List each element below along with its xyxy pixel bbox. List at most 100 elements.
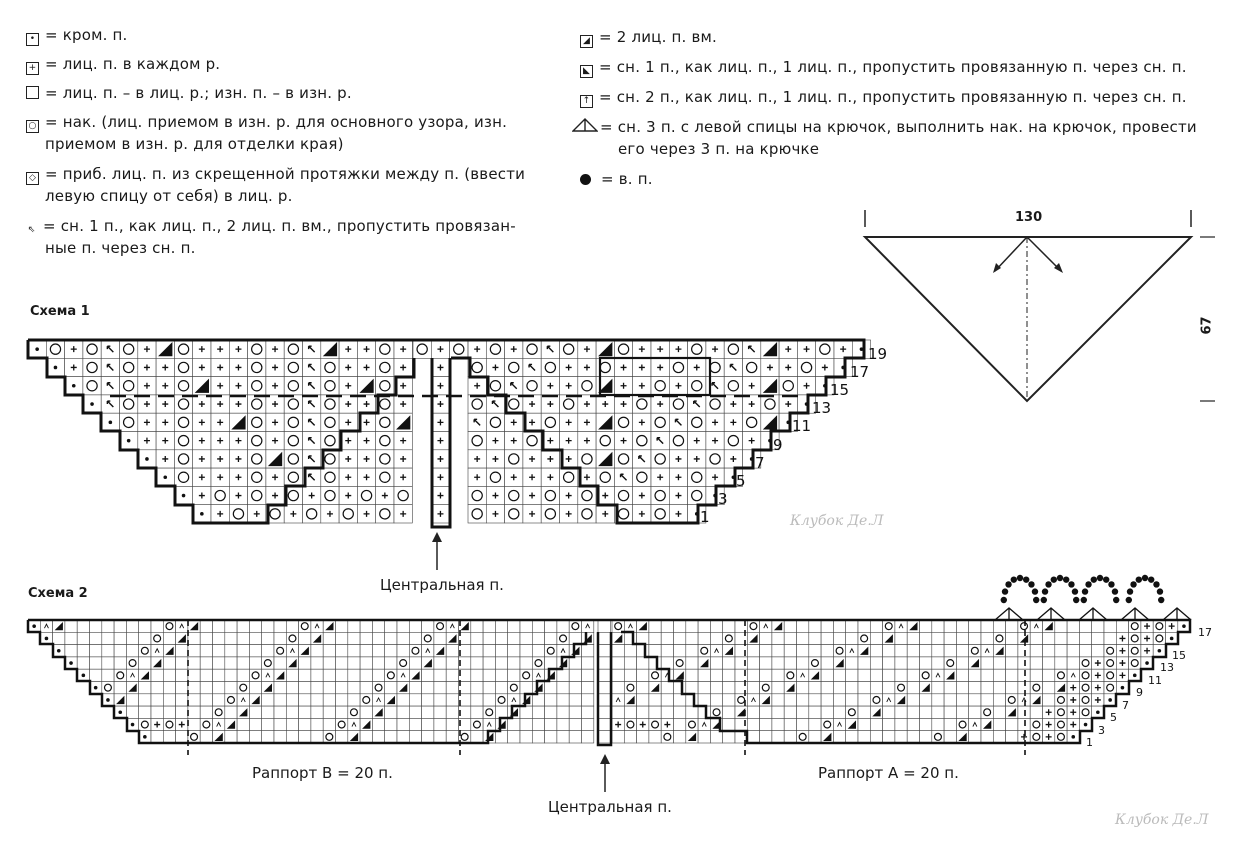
chart-cell	[894, 705, 908, 719]
scheme1-outline	[26, 340, 416, 525]
chart-cell	[833, 644, 847, 658]
chart-cell	[660, 705, 674, 719]
chart-cell	[433, 631, 447, 645]
chain-dot-icon	[580, 174, 591, 185]
legend-item-s2kp: ↑= сн. 2 п., как лиц. п., 1 лиц. п., про…	[580, 86, 1230, 116]
selvage-symbol	[90, 402, 94, 406]
chart-cell	[833, 718, 847, 731]
chart-cell	[298, 693, 312, 707]
chart-cell	[384, 656, 398, 670]
chart-cell	[796, 619, 810, 633]
chart-cell	[906, 668, 920, 682]
yarn-over-symbol	[1155, 634, 1164, 643]
chart-cell	[384, 693, 398, 707]
chart-cell	[648, 644, 662, 658]
chart-cell	[322, 668, 336, 682]
plus-symbol	[235, 401, 242, 408]
chart-cell	[113, 619, 127, 633]
chart-cell	[771, 705, 785, 719]
plus-symbol	[803, 346, 810, 353]
chart-cell	[705, 394, 725, 414]
chart-cell	[882, 656, 896, 670]
s2kp-symbol	[290, 647, 295, 653]
yarn-over-symbol	[970, 646, 979, 655]
plus-symbol	[675, 455, 682, 462]
chart-cell	[808, 631, 822, 645]
chart-cell	[384, 681, 398, 695]
chart-cell	[636, 644, 650, 658]
chart-cell	[980, 693, 994, 707]
yarn-over-symbol	[153, 634, 162, 643]
chart-cell	[597, 656, 611, 670]
chart-cell	[433, 644, 447, 658]
sk2p-symbol	[510, 382, 518, 390]
selvage-symbol	[1157, 648, 1162, 653]
k2tog-symbol	[1056, 683, 1066, 692]
chart-cell	[298, 705, 312, 719]
chart-cell	[138, 693, 152, 707]
plus-symbol	[583, 346, 590, 353]
chart-cell	[705, 357, 725, 377]
chart-cell	[384, 668, 398, 682]
chart-cell	[577, 504, 597, 524]
chart-cell	[199, 705, 213, 719]
chart-cell	[650, 449, 670, 469]
yarn-over-symbol	[1056, 720, 1065, 729]
plus-symbol	[235, 474, 242, 481]
chain-stitch-dot	[1062, 576, 1070, 583]
chart-cell	[372, 718, 385, 731]
chart-cell	[992, 644, 1006, 658]
chart-cell	[544, 693, 558, 707]
chart-cell	[283, 431, 303, 451]
chart-cell	[673, 718, 687, 731]
chart-cell	[531, 693, 545, 707]
chart-cell	[126, 656, 140, 670]
chart-cell	[175, 730, 189, 744]
chart-cell	[199, 656, 213, 670]
chart-cell	[101, 619, 115, 633]
chain-stitch-dot	[1031, 588, 1039, 595]
chart-cell	[229, 504, 248, 524]
chain-stitch-dot	[1113, 596, 1120, 604]
chart-cell	[614, 449, 634, 469]
chart-cell	[611, 705, 625, 719]
yarn-over-symbol	[177, 434, 190, 447]
yarn-over-symbol	[1106, 671, 1115, 680]
chart-cell	[482, 656, 496, 670]
plus-symbol	[345, 364, 352, 371]
chart-cell	[408, 730, 422, 744]
chart-cell	[919, 644, 933, 658]
yarn-over-symbol	[847, 708, 856, 717]
chart-cell	[310, 681, 324, 695]
chart-cell	[673, 619, 687, 633]
chart-cell	[187, 656, 201, 670]
chain-stitch-dot	[1068, 581, 1075, 588]
yarn-over-symbol	[651, 720, 660, 729]
plus-symbol	[785, 346, 792, 353]
chart-cell	[556, 705, 570, 719]
chart-cell	[759, 705, 773, 719]
chart-cell	[372, 705, 385, 719]
plus-symbol	[217, 474, 224, 481]
chart-cell	[1017, 693, 1031, 707]
yarn-over-symbol	[128, 659, 137, 668]
chart-cell	[470, 718, 484, 731]
chart-cell	[283, 339, 303, 359]
yarn-over-symbol	[287, 398, 300, 410]
selvage-symbol	[1132, 673, 1137, 678]
yarn-over-symbol	[489, 471, 502, 483]
k2tog-symbol	[761, 695, 770, 705]
s2kp-symbol	[179, 623, 185, 629]
chart-cell	[577, 376, 597, 396]
chart-cell	[673, 656, 687, 670]
chart-cell	[783, 681, 797, 695]
plus-symbol	[70, 346, 77, 353]
chart-cell	[1005, 668, 1019, 682]
plus-symbol	[272, 492, 279, 499]
chart-cell	[623, 656, 637, 670]
yarn-over-symbol	[764, 398, 776, 410]
rapport-b-label: Раппорт В = 20 п.	[252, 764, 393, 782]
chart-cell	[544, 705, 558, 719]
chart-cell	[556, 718, 570, 731]
